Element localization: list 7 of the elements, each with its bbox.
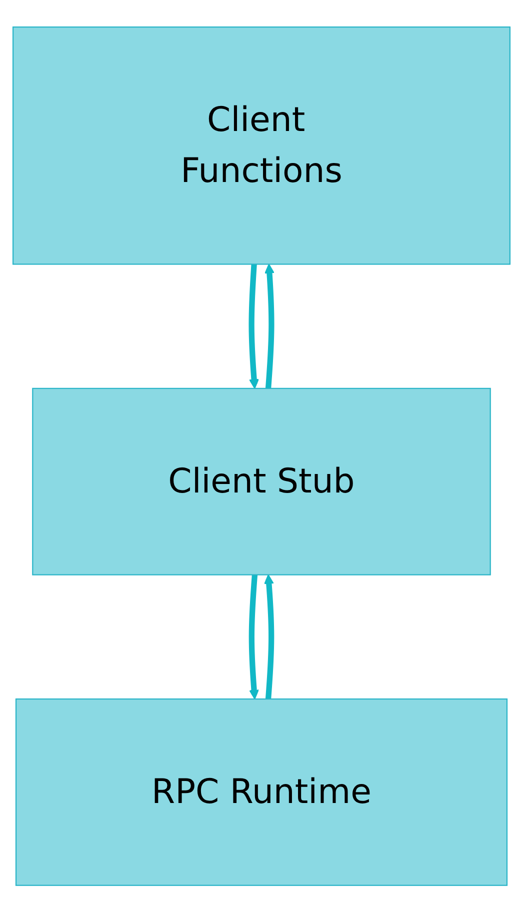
node-box: Client Functions bbox=[12, 26, 511, 266]
node-box: RPC Runtime bbox=[15, 698, 508, 886]
arrow bbox=[248, 574, 260, 700]
arrow bbox=[248, 264, 260, 390]
arrow bbox=[264, 264, 274, 389]
node-box: Client Stub bbox=[32, 388, 491, 576]
arrow bbox=[264, 574, 274, 700]
